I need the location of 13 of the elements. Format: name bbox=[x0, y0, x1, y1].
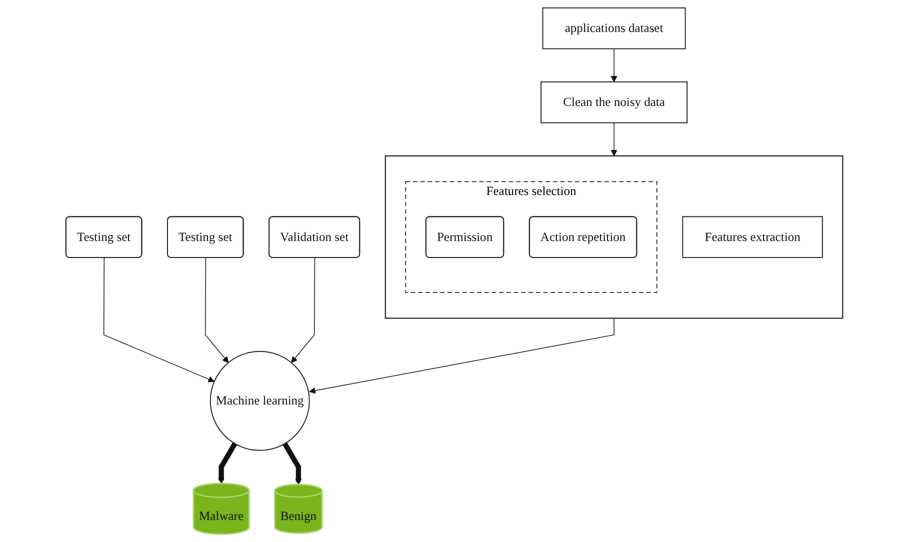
arrow bbox=[104, 258, 215, 382]
arrow bbox=[611, 122, 618, 156]
arrow bbox=[611, 48, 618, 82]
cluster bbox=[385, 155, 844, 319]
arrow bbox=[309, 318, 615, 394]
node-box: Features extraction bbox=[682, 216, 824, 258]
arrow bbox=[291, 258, 316, 363]
arrow bbox=[218, 442, 238, 484]
node-box: Clean the noisy data bbox=[540, 81, 688, 124]
arrow bbox=[282, 442, 302, 485]
arrow bbox=[205, 258, 229, 363]
node-circle: Machine learning bbox=[210, 350, 310, 451]
node-box: applications dataset bbox=[542, 7, 686, 50]
